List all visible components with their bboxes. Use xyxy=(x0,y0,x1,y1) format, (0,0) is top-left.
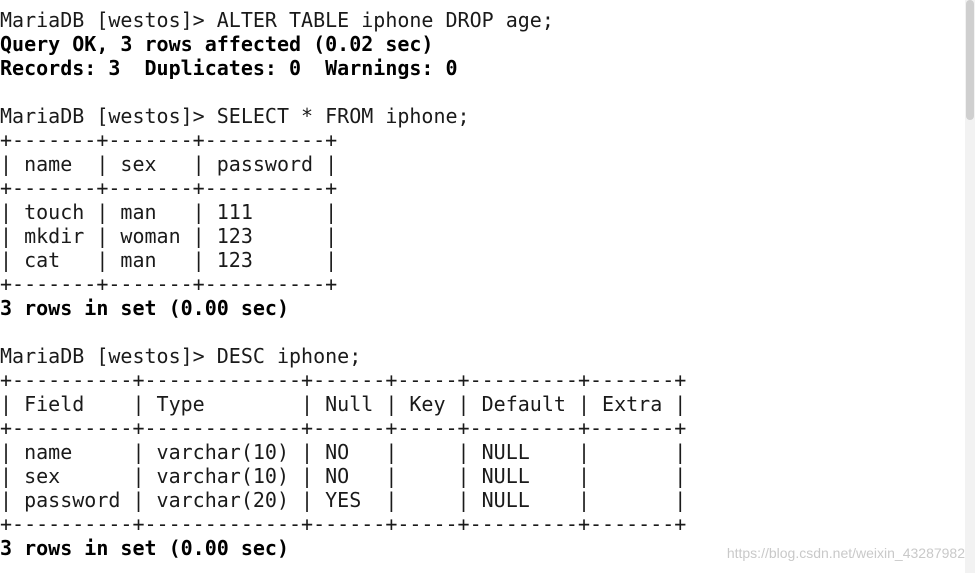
select-table-row: | mkdir | woman | 123 | xyxy=(0,224,338,248)
table-border: +----------+-------------+------+-----+-… xyxy=(0,368,687,392)
output-rows-in-set: 3 rows in set (0.00 sec) xyxy=(0,536,289,560)
command-alter-table: MariaDB [westos]> ALTER TABLE iphone DRO… xyxy=(0,8,554,32)
table-border: +----------+-------------+------+-----+-… xyxy=(0,512,687,536)
select-table-row: | touch | man | 111 | xyxy=(0,200,338,224)
desc-table-row: | sex | varchar(10) | NO | | NULL | | xyxy=(0,464,687,488)
terminal-output[interactable]: MariaDB [westos]> ALTER TABLE iphone DRO… xyxy=(0,8,975,573)
watermark: https://blog.csdn.net/weixin_43287982 xyxy=(726,545,965,561)
output-rows-in-set: 3 rows in set (0.00 sec) xyxy=(0,296,289,320)
table-border: +-------+-------+----------+ xyxy=(0,272,338,296)
blank-line xyxy=(0,80,975,104)
desc-table-row: | name | varchar(10) | NO | | NULL | | xyxy=(0,440,687,464)
table-border: +-------+-------+----------+ xyxy=(0,176,338,200)
output-records: Records: 3 Duplicates: 0 Warnings: 0 xyxy=(0,56,458,80)
table-border: +----------+-------------+------+-----+-… xyxy=(0,416,687,440)
table-border: +-------+-------+----------+ xyxy=(0,128,338,152)
vertical-scrollbar[interactable] xyxy=(965,0,975,573)
command-select: MariaDB [westos]> SELECT * FROM iphone; xyxy=(0,104,470,128)
desc-table-header: | Field | Type | Null | Key | Default | … xyxy=(0,392,687,416)
blank-line xyxy=(0,320,975,344)
select-table-row: | cat | man | 123 | xyxy=(0,248,338,272)
scrollbar-thumb[interactable] xyxy=(966,0,974,120)
command-desc: MariaDB [westos]> DESC iphone; xyxy=(0,344,362,368)
desc-table-row: | password | varchar(20) | YES | | NULL … xyxy=(0,488,687,512)
select-table-header: | name | sex | password | xyxy=(0,152,338,176)
output-query-ok: Query OK, 3 rows affected (0.02 sec) xyxy=(0,32,434,56)
